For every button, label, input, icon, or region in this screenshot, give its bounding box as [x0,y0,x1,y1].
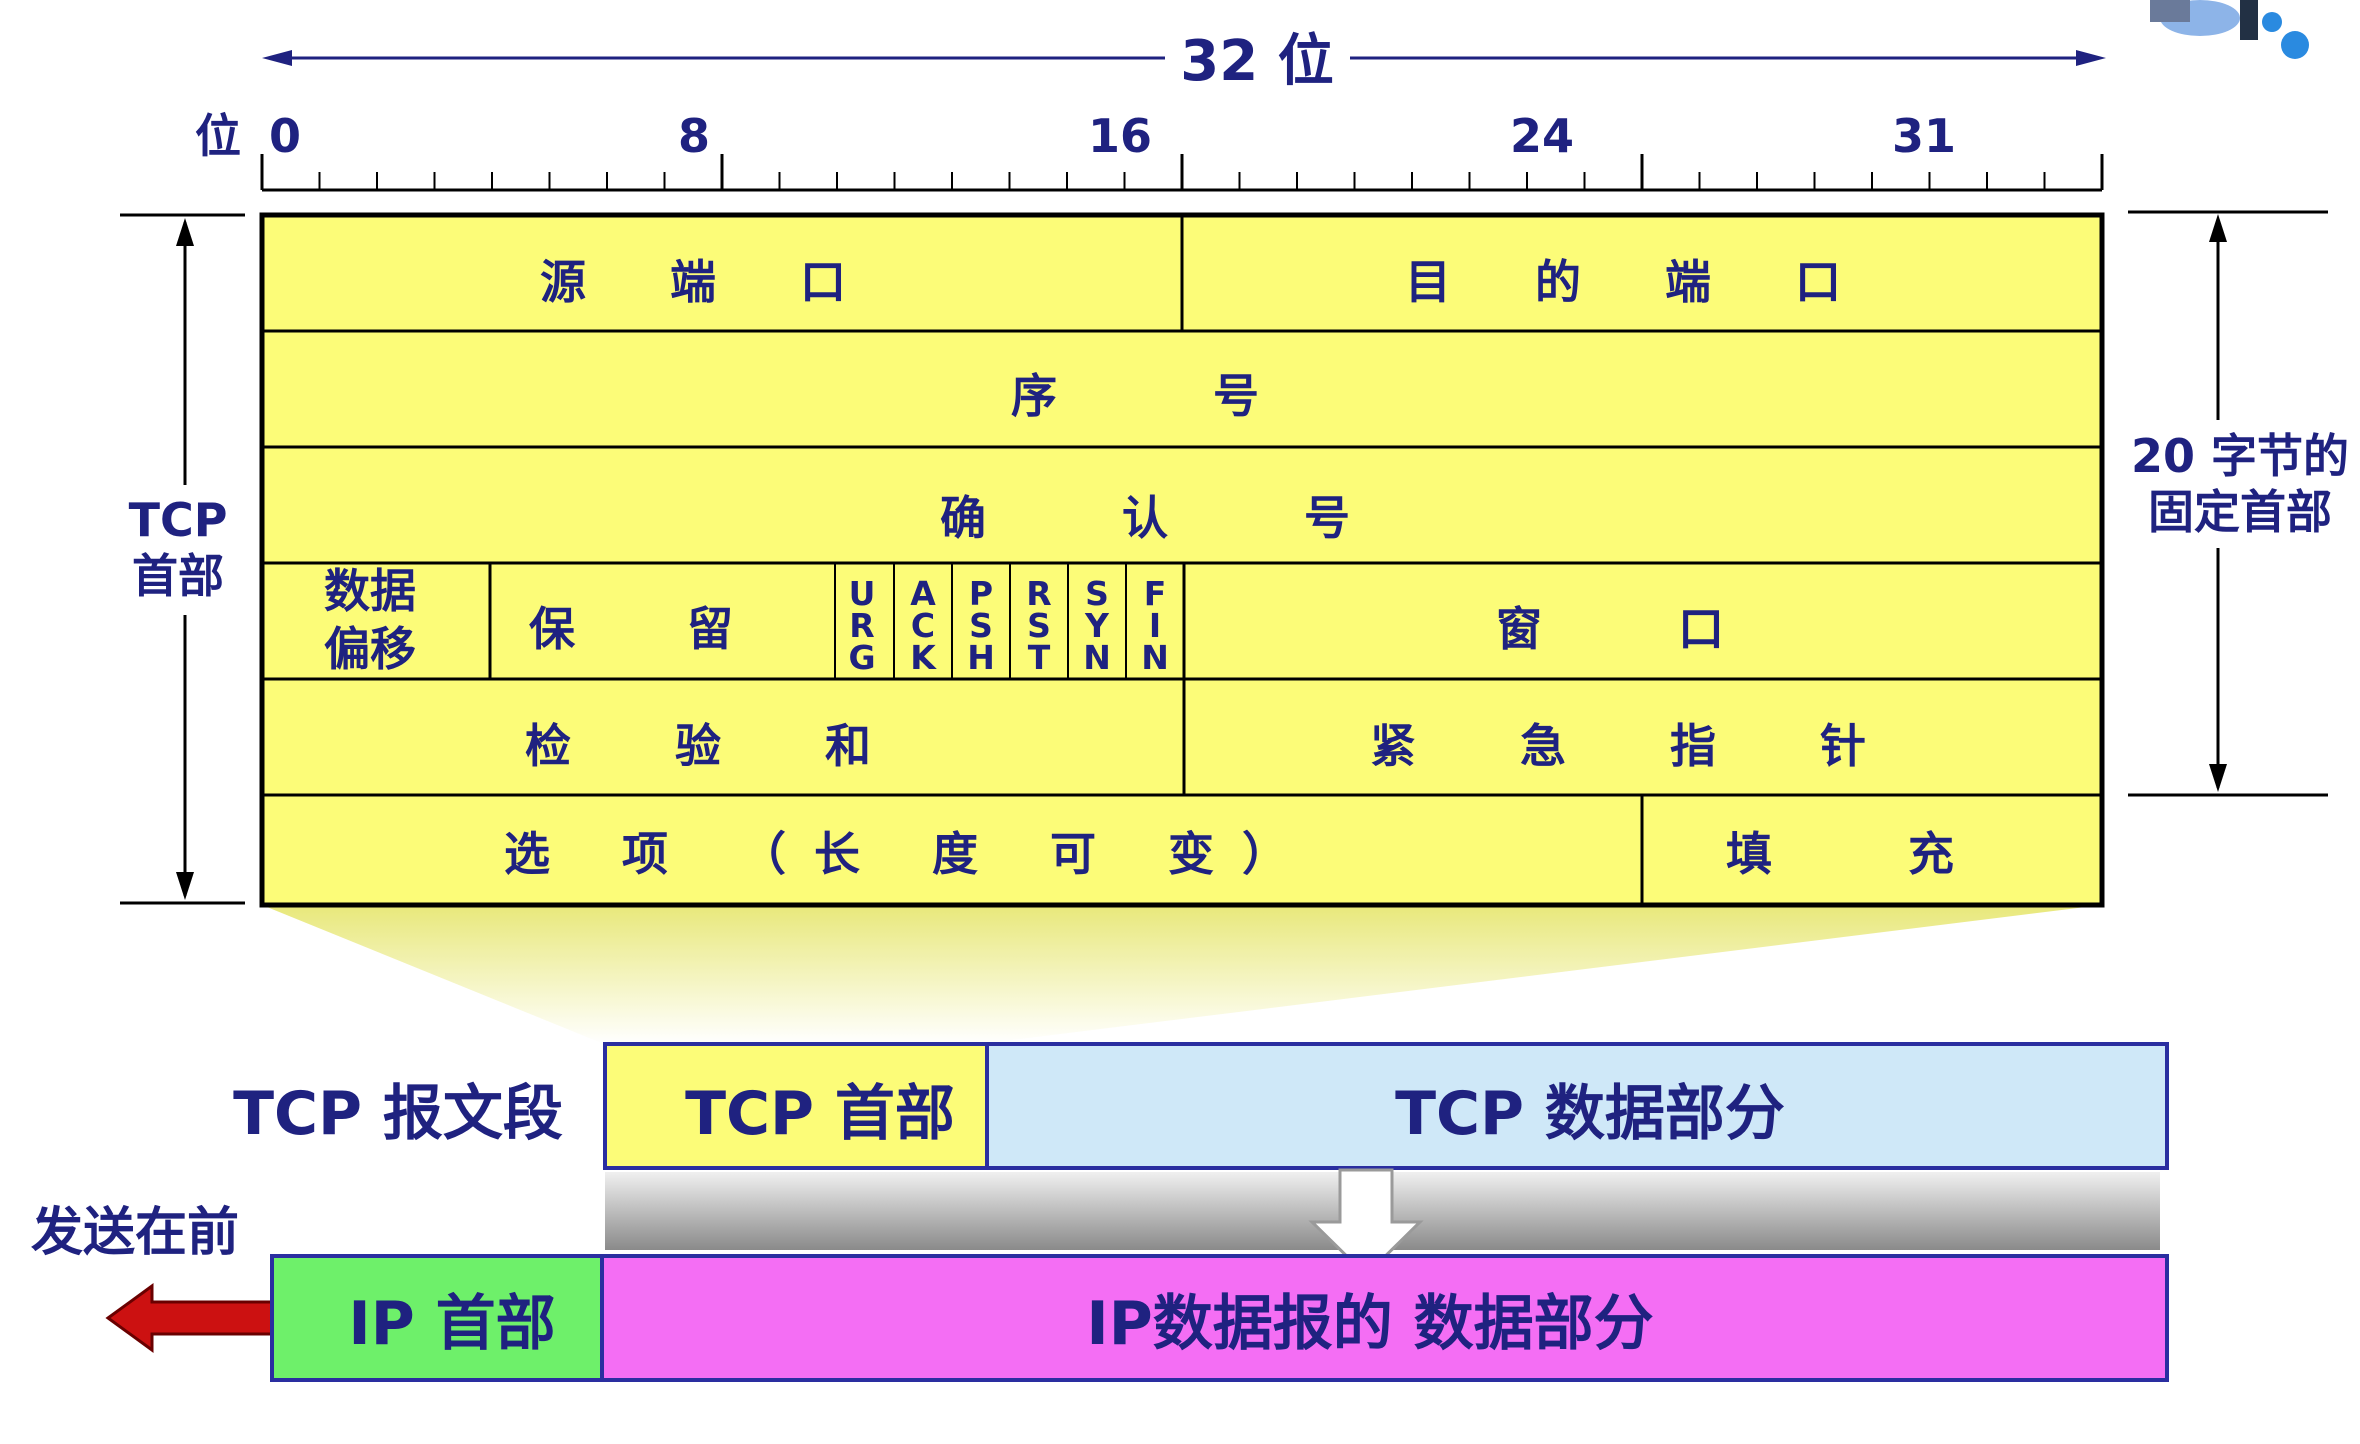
down-arrow-icon [1308,1168,1424,1278]
width-arrow: 32 位 [262,29,2106,94]
field-urgent-pointer: 紧 急 指 针 [1370,719,1910,773]
ip-data-label: IP数据报的 数据部分 [1086,1289,1653,1359]
fixed-header-label-line1: 20 字节的 [2131,429,2349,483]
bit-mark-16: 16 [1088,109,1152,163]
flag-rst: R S T [1026,574,1051,677]
svg-text:N: N [1083,638,1111,677]
svg-text:K: K [910,638,937,677]
field-reserved: 保 留 [529,602,781,656]
bit-mark-8: 8 [678,109,710,163]
field-ack-number: 确 认 号 [940,491,1410,545]
ruler-ticks [260,154,2104,192]
svg-text:S: S [1085,574,1109,613]
svg-text:S: S [969,606,993,645]
svg-text:N: N [1141,638,1169,677]
expansion-funnel [262,905,2102,1044]
bit-mark-24: 24 [1510,109,1574,163]
svg-text:S: S [1027,606,1051,645]
svg-text:F: F [1144,574,1167,613]
tcp-segment-data [985,1042,2169,1170]
svg-text:U: U [849,574,876,613]
field-padding: 填 充 [1726,827,2014,881]
flag-bits: U R G A C K P S H R S T S Y N [848,574,1168,677]
send-first-label: 发送在前 [31,1203,239,1263]
svg-text:R: R [1026,574,1051,613]
field-sequence-number: 序 号 [1011,369,1329,423]
tcp-segment-data-label: TCP 数据部分 [1395,1079,1785,1149]
svg-text:I: I [1149,606,1161,645]
tcp-segment-header-label: TCP 首部 [685,1079,955,1149]
svg-text:C: C [911,606,935,645]
tcp-header-span: TCP 首部 [120,213,245,905]
flag-psh: P S H [967,574,995,677]
bit-mark-31: 31 [1892,109,1956,163]
ip-data-box [600,1254,2169,1382]
bit-mark-0: 0 [269,109,301,163]
svg-text:H: H [967,638,995,677]
send-direction-arrow-icon [105,1283,274,1353]
fixed-header-span: 20 字节的 固定首部 [2128,210,2349,797]
tcp-header-table: 源 端 口 目 的 端 口 序 号 确 认 号 数据 偏移 保 留 U R G … [259,212,2105,908]
width-label: 32 位 [1180,29,1333,94]
tcp-header-label-line1: TCP [129,493,228,547]
svg-text:G: G [848,638,875,677]
field-data-offset-line2: 偏移 [324,622,416,676]
tcp-segment-label: TCP 报文段 [233,1079,563,1149]
fixed-header-label-line2: 固定首部 [2148,485,2332,539]
tcp-header-label-line2: 首部 [132,549,224,603]
ip-datagram: 发送在前 IP 首部 IP数据报的 数据部分 [31,1203,2169,1382]
bit-unit-label: 位 [195,109,241,163]
field-destination-port: 目 的 端 口 [1405,255,1875,309]
svg-text:R: R [849,606,874,645]
field-checksum: 检 验 和 [525,719,915,773]
network-devices-icon [2150,0,2309,59]
ip-header-label: IP 首部 [348,1289,555,1359]
bit-ruler: 位 0 8 16 24 31 [195,109,2104,192]
flag-syn: S Y N [1083,574,1111,677]
ip-header-box [270,1254,604,1382]
flag-fin: F I N [1141,574,1169,677]
field-options: 选 项 （长 度 可 变） [504,827,1316,881]
svg-text:P: P [969,574,993,613]
flag-urg: U R G [848,574,875,677]
svg-text:Y: Y [1084,606,1110,645]
svg-text:A: A [910,574,936,613]
field-window: 窗 口 [1496,602,1784,656]
field-source-port: 源 端 口 [540,255,880,309]
flag-ack: A C K [910,574,937,677]
svg-text:T: T [1028,638,1051,677]
tcp-segment-header [603,1042,989,1170]
field-data-offset-line1: 数据 [324,564,416,618]
tcp-segment: TCP 报文段 TCP 首部 TCP 数据部分 [233,1042,2169,1170]
